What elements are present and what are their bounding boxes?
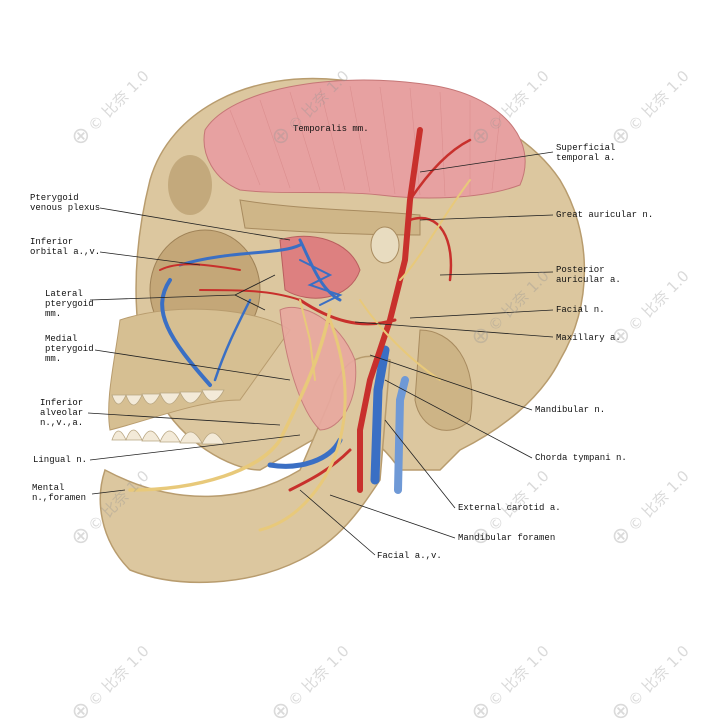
label-maxillary-a: Maxillary a. bbox=[556, 333, 621, 343]
nerves bbox=[128, 179, 471, 532]
label-inferior-orbital: Inferior orbital a.,v. bbox=[30, 237, 101, 257]
zygomatic-arch bbox=[239, 199, 421, 236]
label-chorda-tympani: Chorda tympani n. bbox=[535, 453, 627, 463]
veins bbox=[160, 238, 409, 494]
upper-teeth bbox=[111, 389, 225, 406]
label-pterygoid-venous-plexus: Pterygoid venous plexus bbox=[30, 193, 101, 213]
label-superficial-temporal: Superficial temporal a. bbox=[556, 143, 616, 163]
leader-lines bbox=[87, 151, 554, 556]
label-lingual-n: Lingual n. bbox=[33, 455, 88, 465]
label-mental: Mental n.,foramen bbox=[32, 483, 87, 503]
arteries bbox=[159, 127, 472, 493]
mandible bbox=[99, 355, 391, 584]
label-facial-av: Facial a.,v. bbox=[377, 551, 442, 561]
label-inferior-alveolar: Inferior alveolar n.,v.,a. bbox=[40, 398, 84, 428]
label-lateral-pterygoid: Lateral pterygoid mm. bbox=[45, 289, 94, 319]
temporalis-fibers bbox=[229, 85, 501, 197]
label-facial-n: Facial n. bbox=[556, 305, 605, 315]
lateral-pterygoid-muscle bbox=[279, 235, 361, 299]
label-great-auricular: Great auricular n. bbox=[556, 210, 654, 220]
ear-canal bbox=[370, 226, 400, 264]
label-posterior-auricular: Posterior auricular a. bbox=[556, 265, 621, 285]
label-external-carotid: External carotid a. bbox=[458, 503, 561, 513]
label-medial-pterygoid: Medial pterygoid mm. bbox=[45, 334, 94, 364]
lower-teeth bbox=[111, 429, 225, 445]
label-mandibular-n: Mandibular n. bbox=[535, 405, 606, 415]
label-mandibular-foramen: Mandibular foramen bbox=[458, 533, 556, 543]
label-temporalis: Temporalis mm. bbox=[293, 124, 369, 134]
